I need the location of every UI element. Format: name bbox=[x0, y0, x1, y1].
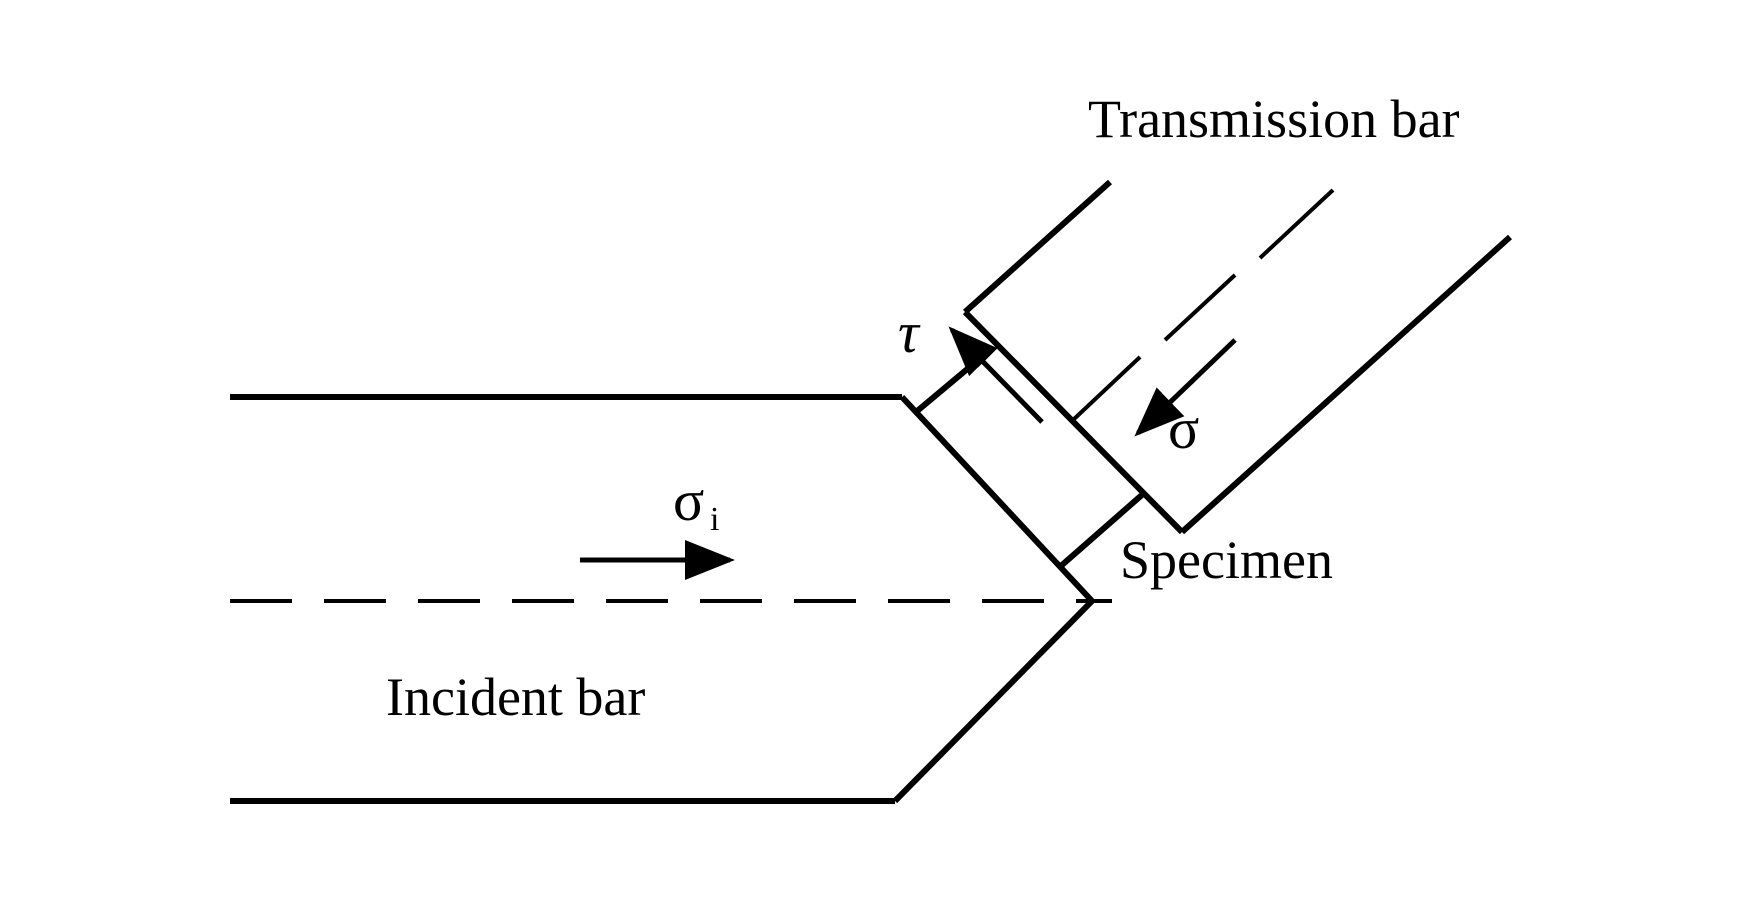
normal-arrow-shaft bbox=[1134, 338, 1237, 437]
shear-stress-arrow bbox=[948, 326, 1044, 424]
incident-bar-label: Incident bar bbox=[386, 667, 645, 727]
incident-bar bbox=[230, 394, 1095, 804]
specimen-bottom-edge bbox=[1060, 491, 1145, 568]
incident-stress-subscript: i bbox=[710, 501, 719, 538]
transmission-bar-centerline bbox=[1071, 188, 1335, 422]
incident-stress-symbol: σ bbox=[673, 468, 704, 533]
transmission-bar-upper-edge bbox=[962, 179, 1113, 315]
specimen-label: Specimen bbox=[1120, 530, 1333, 590]
transmission-bar-label: Transmission bar bbox=[1088, 89, 1460, 149]
normal-stress-symbol: σ bbox=[1168, 396, 1199, 461]
transmission-bar-lower-edge bbox=[1179, 234, 1513, 535]
incident-stress-label: σ i bbox=[673, 468, 719, 538]
shear-arrow-shaft bbox=[948, 326, 1044, 424]
transmission-bar-end-face bbox=[962, 309, 1185, 535]
incident-bar-angled-face bbox=[899, 394, 1095, 604]
normal-stress-arrow bbox=[1134, 338, 1237, 437]
incident-bar-lower-end-face bbox=[892, 598, 1095, 804]
transmission-bar bbox=[962, 179, 1513, 535]
shear-stress-symbol: τ bbox=[898, 300, 921, 365]
